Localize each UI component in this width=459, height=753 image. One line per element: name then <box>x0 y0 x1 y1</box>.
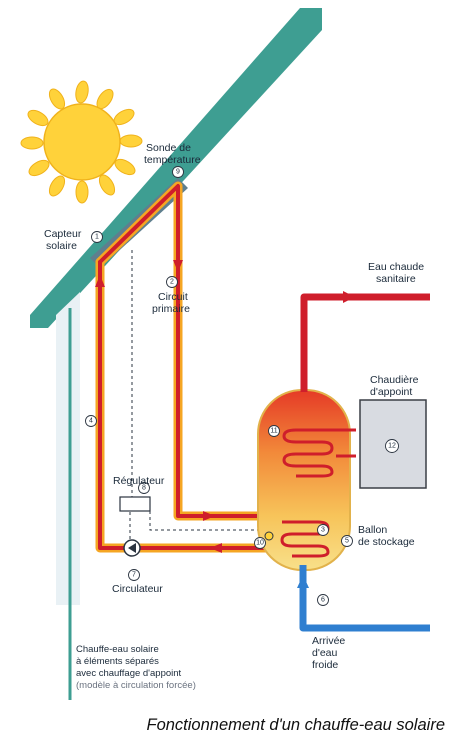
marker-12-text: 12 <box>388 443 396 450</box>
label-circuit-2: primaire <box>152 303 190 315</box>
regulator <box>119 496 151 512</box>
label-chaudiere-2: d'appoint <box>370 386 412 398</box>
marker-10 <box>254 537 266 549</box>
temperature-probe-icon <box>264 531 274 541</box>
legend-line-4: (modèle à circulation forcée) <box>76 680 196 691</box>
numbered-markers <box>85 166 399 606</box>
marker-4-text: 4 <box>89 418 93 425</box>
legend-line-3: avec chauffage d'appoint <box>76 668 182 679</box>
label-capteur-2: solaire <box>46 240 77 252</box>
figure-caption: Fonctionnement d'un chauffe-eau solaire <box>146 716 445 734</box>
circulator-pump-icon <box>123 539 141 557</box>
marker-9 <box>172 166 184 178</box>
label-eau-chaude-1: Eau chaude <box>368 261 424 273</box>
marker-3-text: 3 <box>321 527 325 534</box>
marker-5-text: 5 <box>345 538 349 545</box>
marker-5 <box>341 535 353 547</box>
marker-11 <box>268 425 280 437</box>
marker-numbers: 1 2 3 4 5 6 7 8 9 10 11 12 <box>89 169 396 604</box>
label-circuit-1: Circuit <box>158 291 188 303</box>
legend-line-1: Chauffe-eau solaire <box>76 644 159 655</box>
legend-line-2: à éléments séparés <box>76 656 159 667</box>
label-chaudiere-1: Chaudière <box>370 374 419 386</box>
label-regulateur: Régulateur <box>113 475 165 487</box>
marker-6 <box>317 594 329 606</box>
marker-1 <box>91 231 103 243</box>
marker-2-text: 2 <box>170 279 174 286</box>
hot-water-pipe <box>300 293 430 392</box>
marker-10-text: 10 <box>256 540 264 547</box>
label-eau-chaude-2: sanitaire <box>376 273 416 285</box>
label-arrivee-2: d'eau <box>312 647 338 659</box>
control-wires <box>129 250 271 545</box>
label-ballon-1: Ballon <box>358 524 387 536</box>
marker-11-text: 11 <box>270 428 277 435</box>
flow-arrows <box>95 260 222 553</box>
label-sonde-2: température <box>144 154 201 166</box>
marker-12 <box>385 439 399 453</box>
marker-7 <box>128 569 140 581</box>
legend: Chauffe-eau solaire à éléments séparés a… <box>76 644 196 691</box>
label-arrivee-1: Arrivée <box>312 635 345 647</box>
marker-4 <box>85 415 97 427</box>
label-ballon-2: de stockage <box>358 536 415 548</box>
storage-tank <box>257 389 351 571</box>
label-arrivee-3: froide <box>312 659 338 671</box>
marker-1-text: 1 <box>95 234 99 241</box>
marker-6-text: 6 <box>321 597 325 604</box>
cold-water-arrow <box>297 575 309 588</box>
label-capteur-1: Capteur <box>44 228 82 240</box>
marker-8 <box>138 482 150 494</box>
marker-3 <box>317 524 329 536</box>
marker-2 <box>166 276 178 288</box>
upper-coil <box>282 428 356 478</box>
marker-7-text: 7 <box>132 572 136 579</box>
marker-9-text: 9 <box>176 169 180 176</box>
label-circulateur: Circulateur <box>112 583 163 595</box>
label-sonde-1: Sonde de <box>146 142 191 154</box>
marker-8-text: 8 <box>142 485 146 492</box>
hot-water-arrow <box>343 291 355 303</box>
sun-icon <box>20 80 143 204</box>
